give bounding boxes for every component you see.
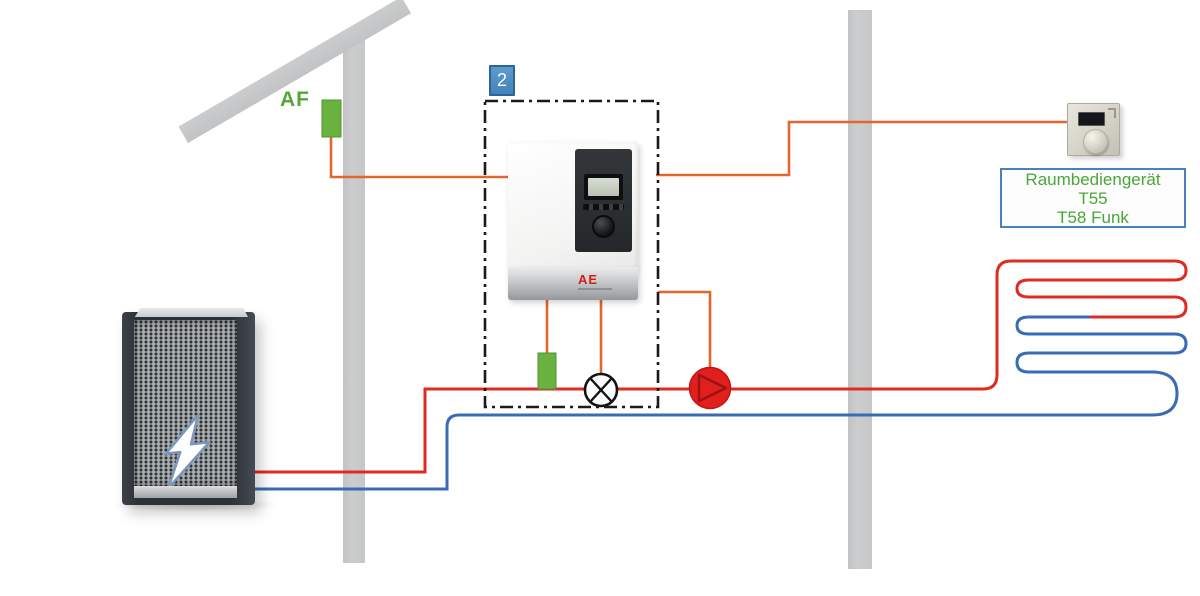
room-control-labelbox: Raumbediengerät T55 T58 Funk	[1000, 168, 1186, 228]
room-control-line3: T58 Funk	[1057, 207, 1129, 227]
room-control-line1: Raumbediengerät	[1025, 169, 1161, 189]
return-pipe-blue	[245, 315, 1188, 491]
valve-icon	[583, 372, 619, 408]
wire-af-to-controller	[329, 137, 508, 179]
wire-controller-to-thermostat	[656, 120, 1068, 177]
wire-controller-to-pump	[658, 290, 712, 368]
controller-boundary-box	[483, 99, 660, 409]
controller-knob-icon	[592, 215, 615, 238]
controller-display	[584, 174, 623, 200]
controller-screen	[588, 178, 619, 196]
right-wall	[848, 10, 872, 569]
step-badge: 2	[489, 65, 515, 96]
heat-pump-top	[134, 308, 248, 317]
lightning-bolt-icon	[164, 413, 211, 490]
controller-base: AE	[508, 267, 638, 300]
flow-sensor-icon	[537, 352, 557, 390]
wall-controller: AE	[508, 142, 638, 300]
controller-panel	[575, 149, 632, 252]
room-control-line2: T55	[1078, 188, 1108, 208]
flow-pipe-red	[245, 259, 1188, 474]
heat-pump-base	[134, 486, 237, 498]
outdoor-sensor-icon	[321, 99, 342, 138]
thermostat-marks	[1108, 108, 1116, 118]
room-thermostat	[1067, 103, 1120, 156]
left-wall-post	[343, 38, 365, 563]
brand-logo: AE	[578, 272, 599, 287]
outdoor-sensor-label: AF	[280, 88, 310, 111]
thermostat-display	[1078, 112, 1105, 126]
heat-pump-unit	[122, 308, 255, 505]
thermostat-dial-icon	[1083, 129, 1108, 154]
brand-logo-underline	[578, 288, 612, 290]
controller-buttons	[583, 204, 624, 210]
pump-icon	[688, 366, 732, 410]
